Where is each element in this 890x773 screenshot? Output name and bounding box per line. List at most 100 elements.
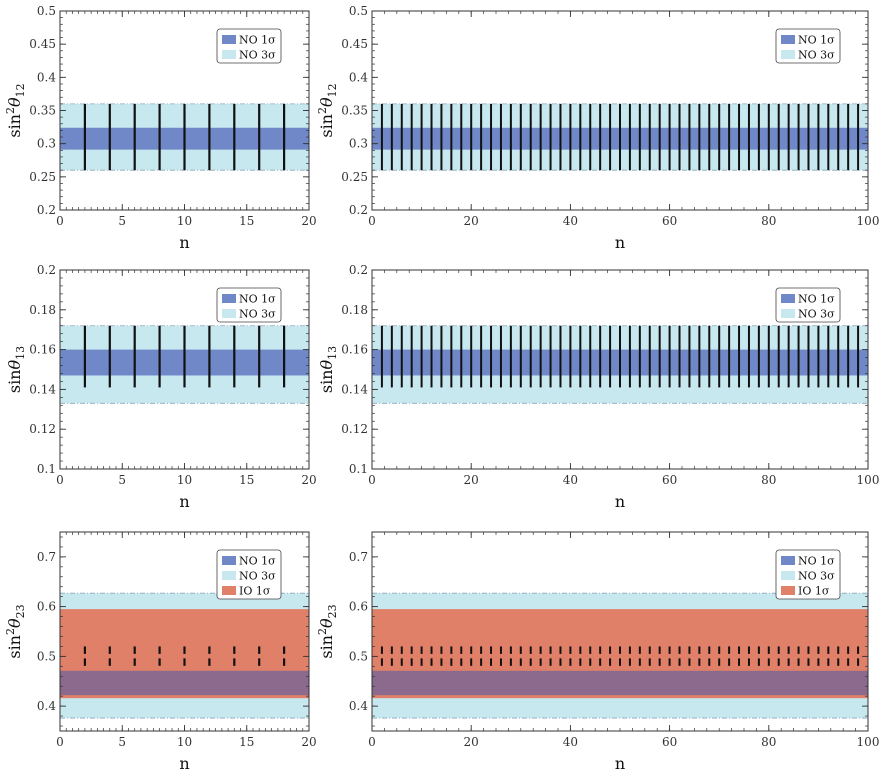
x-tick-label: 100: [857, 735, 880, 749]
y-tick-label: 0.45: [341, 37, 368, 51]
y-tick-label: 0.3: [349, 137, 368, 151]
x-tick-label: 0: [56, 735, 64, 749]
y-axis-label-sub: 23: [14, 604, 27, 618]
y-axis-label-sup: 2: [4, 107, 17, 114]
x-tick-label: 10: [177, 473, 192, 487]
plot-area: [372, 325, 868, 404]
x-tick-label: 20: [464, 735, 479, 749]
legend-label: NO 3σ: [239, 49, 276, 62]
x-tick-label: 40: [563, 473, 578, 487]
legend-swatch: [222, 556, 236, 565]
legend-label: NO 1σ: [798, 293, 835, 306]
y-tick-label: 0.25: [29, 170, 56, 184]
legend-swatch: [781, 571, 795, 580]
y-tick-label: 0.1: [37, 462, 56, 476]
y-axis-label: sin2θ12: [4, 83, 27, 137]
x-tick-label: 0: [56, 473, 64, 487]
legend-label: NO 3σ: [798, 570, 835, 583]
legend-swatch: [222, 586, 236, 595]
y-axis-label-base: sin: [317, 114, 336, 138]
y-axis-label-base: sin: [5, 635, 24, 659]
y-tick-label: 0.4: [37, 699, 56, 713]
x-tick-label: 100: [857, 214, 880, 228]
plot-area: [60, 325, 309, 404]
y-axis-label: sin2θ23: [316, 604, 339, 658]
plot-area: [60, 592, 309, 719]
x-tick-label: 40: [563, 735, 578, 749]
x-tick-label: 10: [177, 214, 192, 228]
legend-swatch: [222, 571, 236, 580]
y-axis-label-base: sin: [317, 635, 336, 659]
y-tick-label: 0.7: [349, 550, 368, 564]
x-tick-label: 20: [301, 473, 316, 487]
y-axis-label-sup: 2: [4, 628, 17, 635]
x-tick-label: 60: [662, 735, 677, 749]
legend-swatch: [781, 35, 795, 44]
y-tick-label: 0.5: [349, 649, 368, 663]
legend-swatch: [781, 309, 795, 318]
legend-swatch: [222, 309, 236, 318]
y-axis-label-greek: θ: [317, 618, 336, 628]
y-tick-label: 0.4: [349, 70, 368, 84]
legend-label: NO 3σ: [798, 49, 835, 62]
legend-label: NO 1σ: [798, 555, 835, 568]
y-tick-label: 0.16: [29, 343, 56, 357]
y-tick-label: 0.14: [29, 382, 56, 396]
x-tick-label: 60: [662, 214, 677, 228]
y-axis-label-base: sin: [5, 370, 24, 394]
x-axis-label: n: [179, 492, 189, 511]
x-tick-label: 5: [118, 473, 126, 487]
x-axis-label: n: [179, 233, 189, 252]
y-tick-label: 0.6: [349, 600, 368, 614]
x-tick-label: 5: [118, 735, 126, 749]
y-tick-label: 0.35: [29, 104, 56, 118]
plot-area: [60, 103, 309, 171]
x-tick-label: 20: [464, 214, 479, 228]
y-axis-label-sub: 12: [326, 83, 339, 97]
x-axis-label: n: [615, 754, 625, 773]
y-tick-label: 0.35: [341, 104, 368, 118]
y-axis-label-sub: 12: [14, 83, 27, 97]
y-tick-label: 0.5: [349, 4, 368, 18]
legend-label: NO 1σ: [239, 555, 276, 568]
y-tick-label: 0.5: [37, 4, 56, 18]
legend-swatch: [781, 556, 795, 565]
legend-swatch: [781, 586, 795, 595]
legend-swatch: [222, 35, 236, 44]
y-tick-label: 0.2: [349, 203, 368, 217]
x-tick-label: 15: [239, 214, 254, 228]
y-tick-label: 0.4: [37, 70, 56, 84]
legend-swatch: [222, 294, 236, 303]
x-tick-label: 0: [368, 473, 376, 487]
legend-swatch: [222, 50, 236, 59]
y-axis-label-base: sin: [5, 114, 24, 138]
x-tick-label: 20: [301, 214, 316, 228]
y-axis-label-greek: θ: [317, 360, 336, 370]
x-tick-label: 5: [118, 214, 126, 228]
y-axis-label-greek: θ: [5, 618, 24, 628]
y-tick-label: 0.14: [341, 382, 368, 396]
y-axis-label-sup: 2: [316, 107, 329, 114]
legend-label: NO 1σ: [239, 293, 276, 306]
y-axis-label: sin2θ12: [316, 83, 339, 137]
y-tick-label: 0.1: [349, 462, 368, 476]
y-axis-label-sub: 23: [326, 604, 339, 618]
y-tick-label: 0.18: [29, 303, 56, 317]
y-axis-label-sup: 2: [316, 628, 329, 635]
legend: NO 1σ NO 3σ IO 1σ: [775, 549, 841, 600]
band-no-1sigma: [60, 670, 309, 696]
y-tick-label: 0.2: [349, 263, 368, 277]
legend-label: NO 1σ: [798, 34, 835, 47]
y-tick-label: 0.5: [37, 649, 56, 663]
x-tick-label: 20: [464, 473, 479, 487]
legend-label: IO 1σ: [798, 585, 830, 598]
plot-area: [372, 592, 868, 719]
y-tick-label: 0.18: [341, 303, 368, 317]
